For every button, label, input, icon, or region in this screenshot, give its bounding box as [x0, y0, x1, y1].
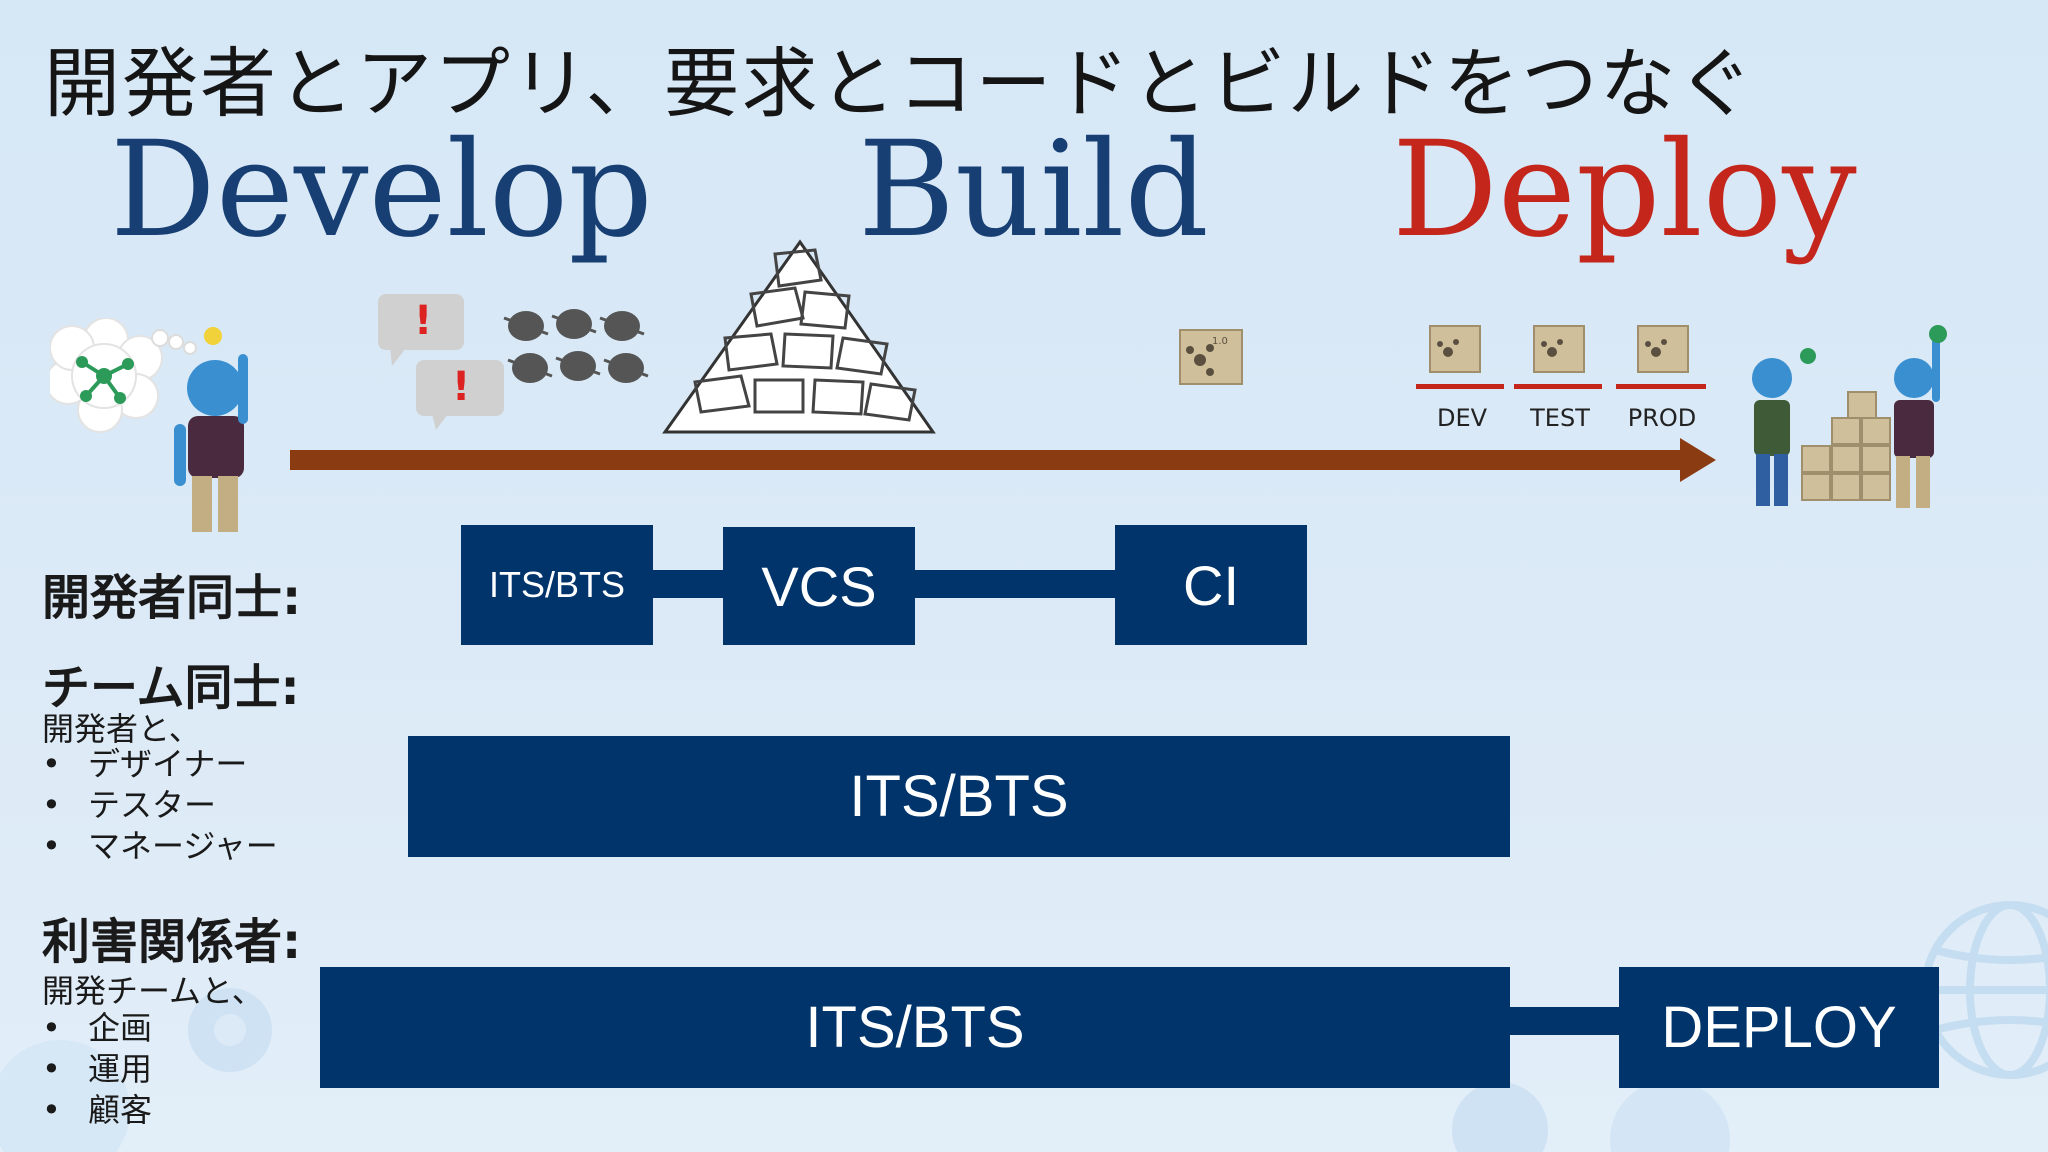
developer-idea-icon	[50, 318, 248, 532]
list-item: •企画	[42, 1009, 153, 1047]
phase-title-develop: Develop	[110, 113, 653, 267]
list-item: •デザイナー	[42, 745, 248, 783]
row-label-developers: 開発者同士:	[42, 570, 302, 626]
env-label-test: TEST	[1530, 404, 1590, 432]
issue-bubbles-icon	[378, 294, 504, 430]
connector-line	[1505, 1007, 1625, 1035]
team-member-list: •デザイナー •テスター •マネージャー	[42, 744, 278, 867]
gear-watermark-icon	[1452, 1080, 1730, 1152]
flow-arrow-icon	[290, 438, 1716, 482]
row-intro-stakeholders: 開発チームと、	[42, 972, 264, 1010]
env-divider	[1416, 384, 1504, 389]
headline: 開発者とアプリ、要求とコードとビルドをつなぐ	[44, 39, 1756, 128]
row-label-stakeholders: 利害関係者:	[42, 914, 302, 970]
build-package-icon	[1179, 329, 1243, 385]
alert-mark: !	[452, 364, 471, 410]
row-intro-teams: 開発者と、	[42, 710, 201, 748]
env-divider	[1616, 384, 1706, 389]
phase-title-deploy: Deploy	[1392, 113, 1857, 267]
stakeholders-icon	[1752, 325, 1947, 508]
build-package-icon	[1533, 325, 1585, 373]
list-item: •運用	[42, 1050, 153, 1088]
deploy-box: DEPLOY	[1619, 967, 1939, 1088]
build-package-icon	[1429, 325, 1481, 373]
ci-box: CI	[1115, 525, 1307, 645]
alert-mark: !	[414, 298, 433, 344]
row-label-teams: チーム同士:	[42, 660, 300, 716]
env-label-prod: PROD	[1627, 404, 1697, 432]
its-bts-box: ITS/BTS	[461, 525, 653, 645]
package-version: 1.0	[1212, 336, 1228, 347]
build-package-icon	[1637, 325, 1689, 373]
list-item: •顧客	[42, 1091, 153, 1129]
vcs-box: VCS	[723, 527, 915, 645]
paper-pile-icon	[662, 239, 936, 434]
env-label-dev: DEV	[1436, 404, 1488, 432]
list-item: •テスター	[42, 786, 217, 824]
phase-title-build: Build	[858, 113, 1209, 267]
env-divider	[1514, 384, 1602, 389]
its-bts-box: ITS/BTS	[320, 967, 1510, 1088]
list-item: •マネージャー	[42, 827, 278, 865]
its-bts-box: ITS/BTS	[408, 736, 1510, 857]
stakeholder-list: •企画 •運用 •顧客	[42, 1008, 152, 1131]
bugs-icon	[503, 309, 649, 383]
gear-watermark-icon	[0, 988, 272, 1152]
